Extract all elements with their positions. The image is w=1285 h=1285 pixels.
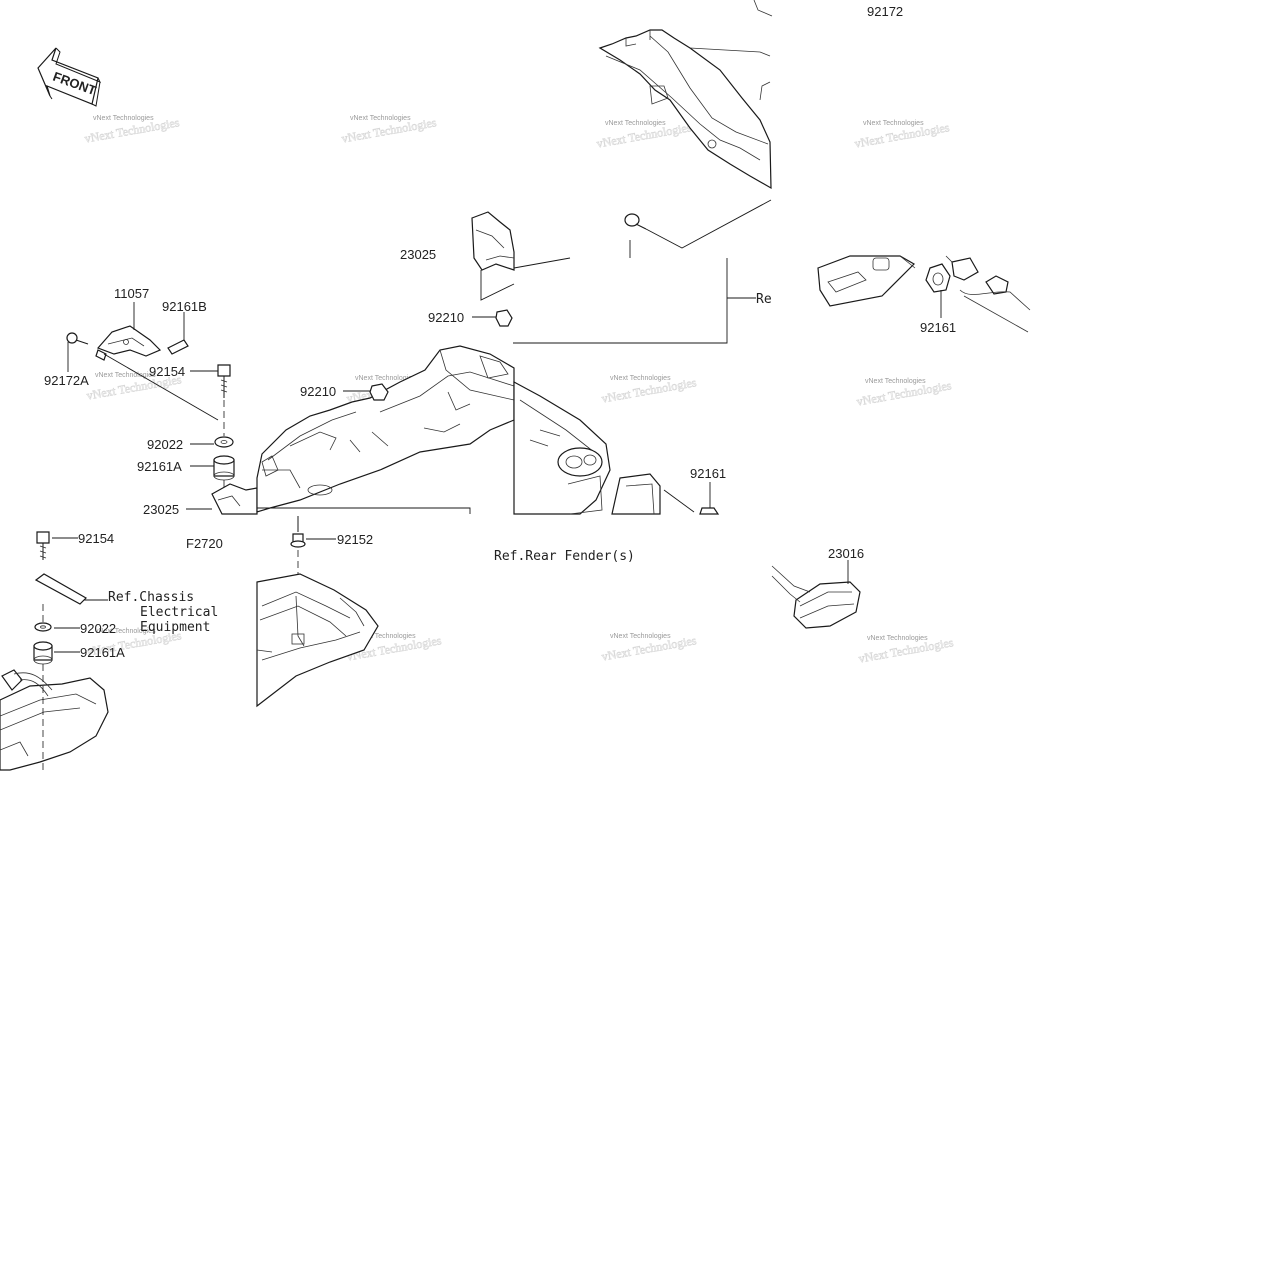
svg-text:vNext Technologies: vNext Technologies bbox=[865, 378, 926, 385]
top-frame-fragment bbox=[598, 0, 773, 190]
watermark: vNext Technologies vNext Technologies bbox=[853, 120, 951, 151]
right-connector-assembly bbox=[817, 255, 1031, 333]
part-92022-top: 92022 bbox=[147, 437, 183, 452]
svg-text:vNext Technologies: vNext Technologies bbox=[605, 120, 666, 127]
ref-bracket-line bbox=[513, 258, 728, 344]
part-92161B: 92161B bbox=[162, 299, 207, 314]
right-frame-fragment bbox=[513, 380, 661, 515]
ref-fender-bracket bbox=[257, 507, 471, 514]
figure-code: F2720 bbox=[186, 536, 223, 551]
bracket-11057 bbox=[95, 302, 162, 361]
upper-bracket-fragment bbox=[471, 211, 571, 301]
strap-chassis bbox=[34, 573, 108, 605]
nut-92210-upper bbox=[472, 309, 513, 327]
part-92154-low: 92154 bbox=[78, 531, 114, 546]
part-92154-top: 92154 bbox=[149, 364, 185, 379]
part-23016: 23016 bbox=[828, 546, 864, 561]
bolt-92154-top bbox=[190, 364, 231, 398]
svg-text:vNext Technologies: vNext Technologies bbox=[95, 372, 156, 379]
ref-rear-fender: Ref.Rear Fender(s) bbox=[494, 549, 635, 564]
nut-92210-lower bbox=[343, 383, 389, 401]
svg-text:vNext Technologies: vNext Technologies bbox=[355, 633, 416, 640]
part-92161-low: 92161 bbox=[690, 466, 726, 481]
part-92161-right: 92161 bbox=[920, 320, 956, 335]
ref-chassis-line3: Equipment bbox=[140, 620, 210, 635]
svg-text:vNext Technologies: vNext Technologies bbox=[610, 633, 671, 640]
rear-fender-undertray bbox=[256, 573, 379, 708]
screw-92172 bbox=[624, 199, 772, 249]
svg-text:vNext Technologies: vNext Technologies bbox=[863, 120, 924, 127]
svg-text:vNext Technologies: vNext Technologies bbox=[610, 375, 671, 382]
part-92161A-low: 92161A bbox=[80, 645, 125, 660]
ref-chassis-line1: Ref.Chassis bbox=[108, 590, 194, 605]
svg-text:vNext Technologies: vNext Technologies bbox=[93, 115, 154, 122]
fender-fragment-23025 bbox=[186, 483, 258, 515]
grommet-92161A-top bbox=[190, 455, 235, 481]
svg-text:vNext Technologies: vNext Technologies bbox=[95, 628, 156, 635]
grommet-92161A-low bbox=[33, 641, 80, 665]
washer-92022-top bbox=[190, 436, 234, 448]
part-92210-a: 92210 bbox=[428, 310, 464, 325]
grommet-92161-low bbox=[699, 482, 720, 515]
washer-92022-low bbox=[34, 622, 80, 632]
part-92022-low: 92022 bbox=[80, 621, 116, 636]
part-92161A-top: 92161A bbox=[137, 459, 182, 474]
watermark: vNext Technologies vNext Technologies bbox=[855, 378, 953, 409]
part-92210-b: 92210 bbox=[300, 384, 336, 399]
svg-text:vNext Technologies: vNext Technologies bbox=[355, 375, 416, 382]
watermark: vNext Technologies vNext Technologies bbox=[600, 633, 698, 664]
front-arrow-icon: FRONT bbox=[37, 47, 102, 107]
part-92172A: 92172A bbox=[44, 373, 89, 388]
part-23025: 23025 bbox=[143, 502, 179, 517]
bolt-92154-low bbox=[36, 531, 78, 560]
ref-re-truncated: Re bbox=[756, 292, 772, 307]
watermark: vNext Technologies vNext Technologies bbox=[83, 115, 181, 146]
part-11057: 11057 bbox=[114, 286, 149, 301]
svg-text:vNext Technologies: vNext Technologies bbox=[867, 635, 928, 642]
svg-text:vNext Technologies: vNext Technologies bbox=[350, 115, 411, 122]
part-23025-hidden: 23025 bbox=[400, 247, 436, 262]
watermark: vNext Technologies vNext Technologies bbox=[595, 120, 693, 151]
pin-92161B bbox=[167, 312, 189, 355]
screw-92172A bbox=[66, 332, 89, 372]
watermark: vNext Technologies vNext Technologies bbox=[857, 635, 955, 666]
watermark: vNext Technologies vNext Technologies bbox=[600, 375, 698, 406]
ref-chassis-line2: Electrical bbox=[140, 605, 218, 620]
bolt-92152 bbox=[290, 516, 336, 548]
main-frame bbox=[256, 345, 515, 513]
lamp-23016 bbox=[771, 560, 861, 629]
part-92152: 92152 bbox=[337, 532, 373, 547]
part-92172: 92172 bbox=[867, 4, 903, 19]
tail-light-fragment bbox=[0, 669, 109, 771]
watermark: vNext Technologies vNext Technologies bbox=[340, 115, 438, 146]
